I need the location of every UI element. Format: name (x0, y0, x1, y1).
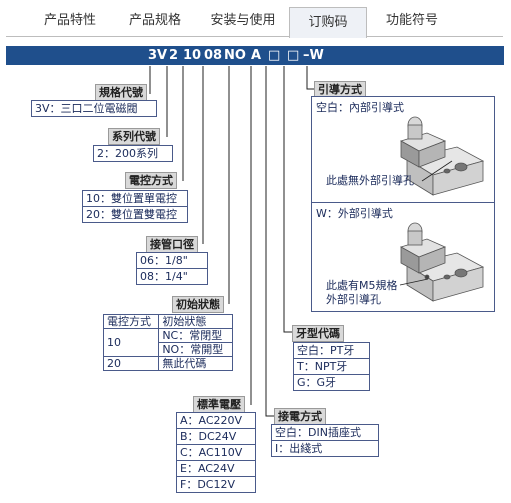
external-pilot-note: 外部引導孔 (326, 293, 381, 306)
control-mode-row: 20：雙位置雙電控 (83, 206, 187, 222)
port-size-row: 06：1/8" (140, 254, 188, 267)
initial-table-value: 無此代碼 (158, 356, 233, 371)
voltage-row: A：AC220V (180, 414, 243, 427)
connector-connection (265, 66, 274, 417)
thread-type-label: 牙型代碼 (292, 325, 344, 342)
control-mode-row: 10：雙位置單電控 (86, 192, 177, 205)
voltage-label: 標準電壓 (193, 396, 245, 413)
series-code-value: 2：200系列 (97, 147, 158, 160)
connector-guide (306, 66, 314, 90)
code-part-series: 2 (169, 48, 179, 63)
code-part-control: 10 (183, 48, 202, 63)
port-size-box: 06：1/8" 08：1/4" (136, 252, 208, 285)
external-pilot-leader (399, 278, 429, 286)
code-part-connection: □ (268, 48, 281, 63)
tab-order-code[interactable]: 订购码 (289, 7, 367, 38)
order-code-bar: 3V 2 10 08 NO A □ □ –W (6, 46, 504, 65)
initial-state-label: 初始狀態 (172, 296, 224, 313)
initial-table-header: 電控方式 (102, 314, 160, 329)
spec-code-value: 3V：三口二位電磁閥 (35, 102, 138, 115)
thread-type-box: 空白：PT牙 T：NPT牙 G：G牙 (293, 342, 370, 391)
external-pilot-note: 此處有M5規格 (326, 279, 398, 292)
connection-row: 空白：DIN插座式 (275, 426, 361, 439)
series-code-box: 2：200系列 (93, 145, 173, 162)
tab-installation[interactable]: 安装与使用 (210, 13, 276, 28)
spec-code-box: 3V：三口二位電磁閥 (31, 100, 157, 117)
voltage-row: E：AC24V (177, 460, 255, 476)
port-size-label: 接管口徑 (146, 236, 198, 253)
internal-pilot-panel: 空白：內部引導式 此處無外部引導孔 (311, 96, 495, 204)
voltage-box: A：AC220V B：DC24V C：AC110V E：AC24V F：DC12… (176, 412, 256, 493)
initial-table-value: NO：常開型 (158, 342, 233, 357)
tab-features[interactable]: 产品特性 (43, 13, 96, 28)
thread-type-row: T：NPT牙 (294, 358, 369, 374)
internal-pilot-title: 空白：內部引導式 (316, 101, 404, 114)
initial-table-value: NC：常閉型 (158, 328, 233, 343)
external-pilot-title: W：外部引導式 (316, 207, 393, 220)
code-part-model: 3V (148, 48, 168, 63)
thread-type-row: G：G牙 (294, 374, 369, 390)
connection-label: 接電方式 (274, 408, 326, 425)
tab-specifications[interactable]: 产品规格 (128, 13, 181, 28)
connection-box: 空白：DIN插座式 I：出綫式 (271, 424, 379, 457)
initial-state-table: 電控方式 初始狀態 10 NC：常閉型 NO：常開型 20 無此代碼 (102, 314, 233, 371)
initial-table-key: 10 (102, 328, 160, 357)
code-part-guide: –W (303, 48, 324, 63)
connector-thread (283, 66, 292, 333)
voltage-row: B：DC24V (177, 428, 255, 444)
solenoid-valve-image (399, 222, 485, 302)
code-part-thread: □ (287, 48, 300, 63)
voltage-row: C：AC110V (177, 444, 255, 460)
pilot-type-label: 引導方式 (314, 81, 366, 98)
control-mode-label: 電控方式 (125, 172, 177, 189)
code-part-initial: NO (224, 48, 246, 63)
external-pilot-panel: W：外部引導式 此處有M5規格 外部引導孔 (311, 202, 495, 312)
internal-pilot-note: 此處無外部引導孔 (326, 174, 414, 187)
internal-pilot-leader (421, 160, 453, 182)
initial-table-key: 20 (102, 356, 160, 371)
port-size-row: 08：1/4" (137, 268, 207, 284)
initial-table-header: 初始狀態 (158, 314, 233, 329)
control-mode-box: 10：雙位置單電控 20：雙位置雙電控 (82, 190, 188, 223)
series-code-label: 系列代號 (108, 128, 160, 145)
code-part-port: 08 (204, 48, 223, 63)
tab-bar: 产品特性 产品规格 安装与使用 订购码 功能符号 (6, 6, 503, 38)
tab-function-symbol[interactable]: 功能符号 (385, 13, 438, 28)
voltage-row: F：DC12V (177, 476, 255, 492)
code-part-voltage: A (251, 48, 262, 63)
thread-type-row: 空白：PT牙 (297, 344, 355, 357)
connection-row: I：出綫式 (272, 440, 378, 456)
spec-code-label: 規格代號 (95, 84, 147, 101)
solenoid-valve-image (399, 116, 485, 196)
